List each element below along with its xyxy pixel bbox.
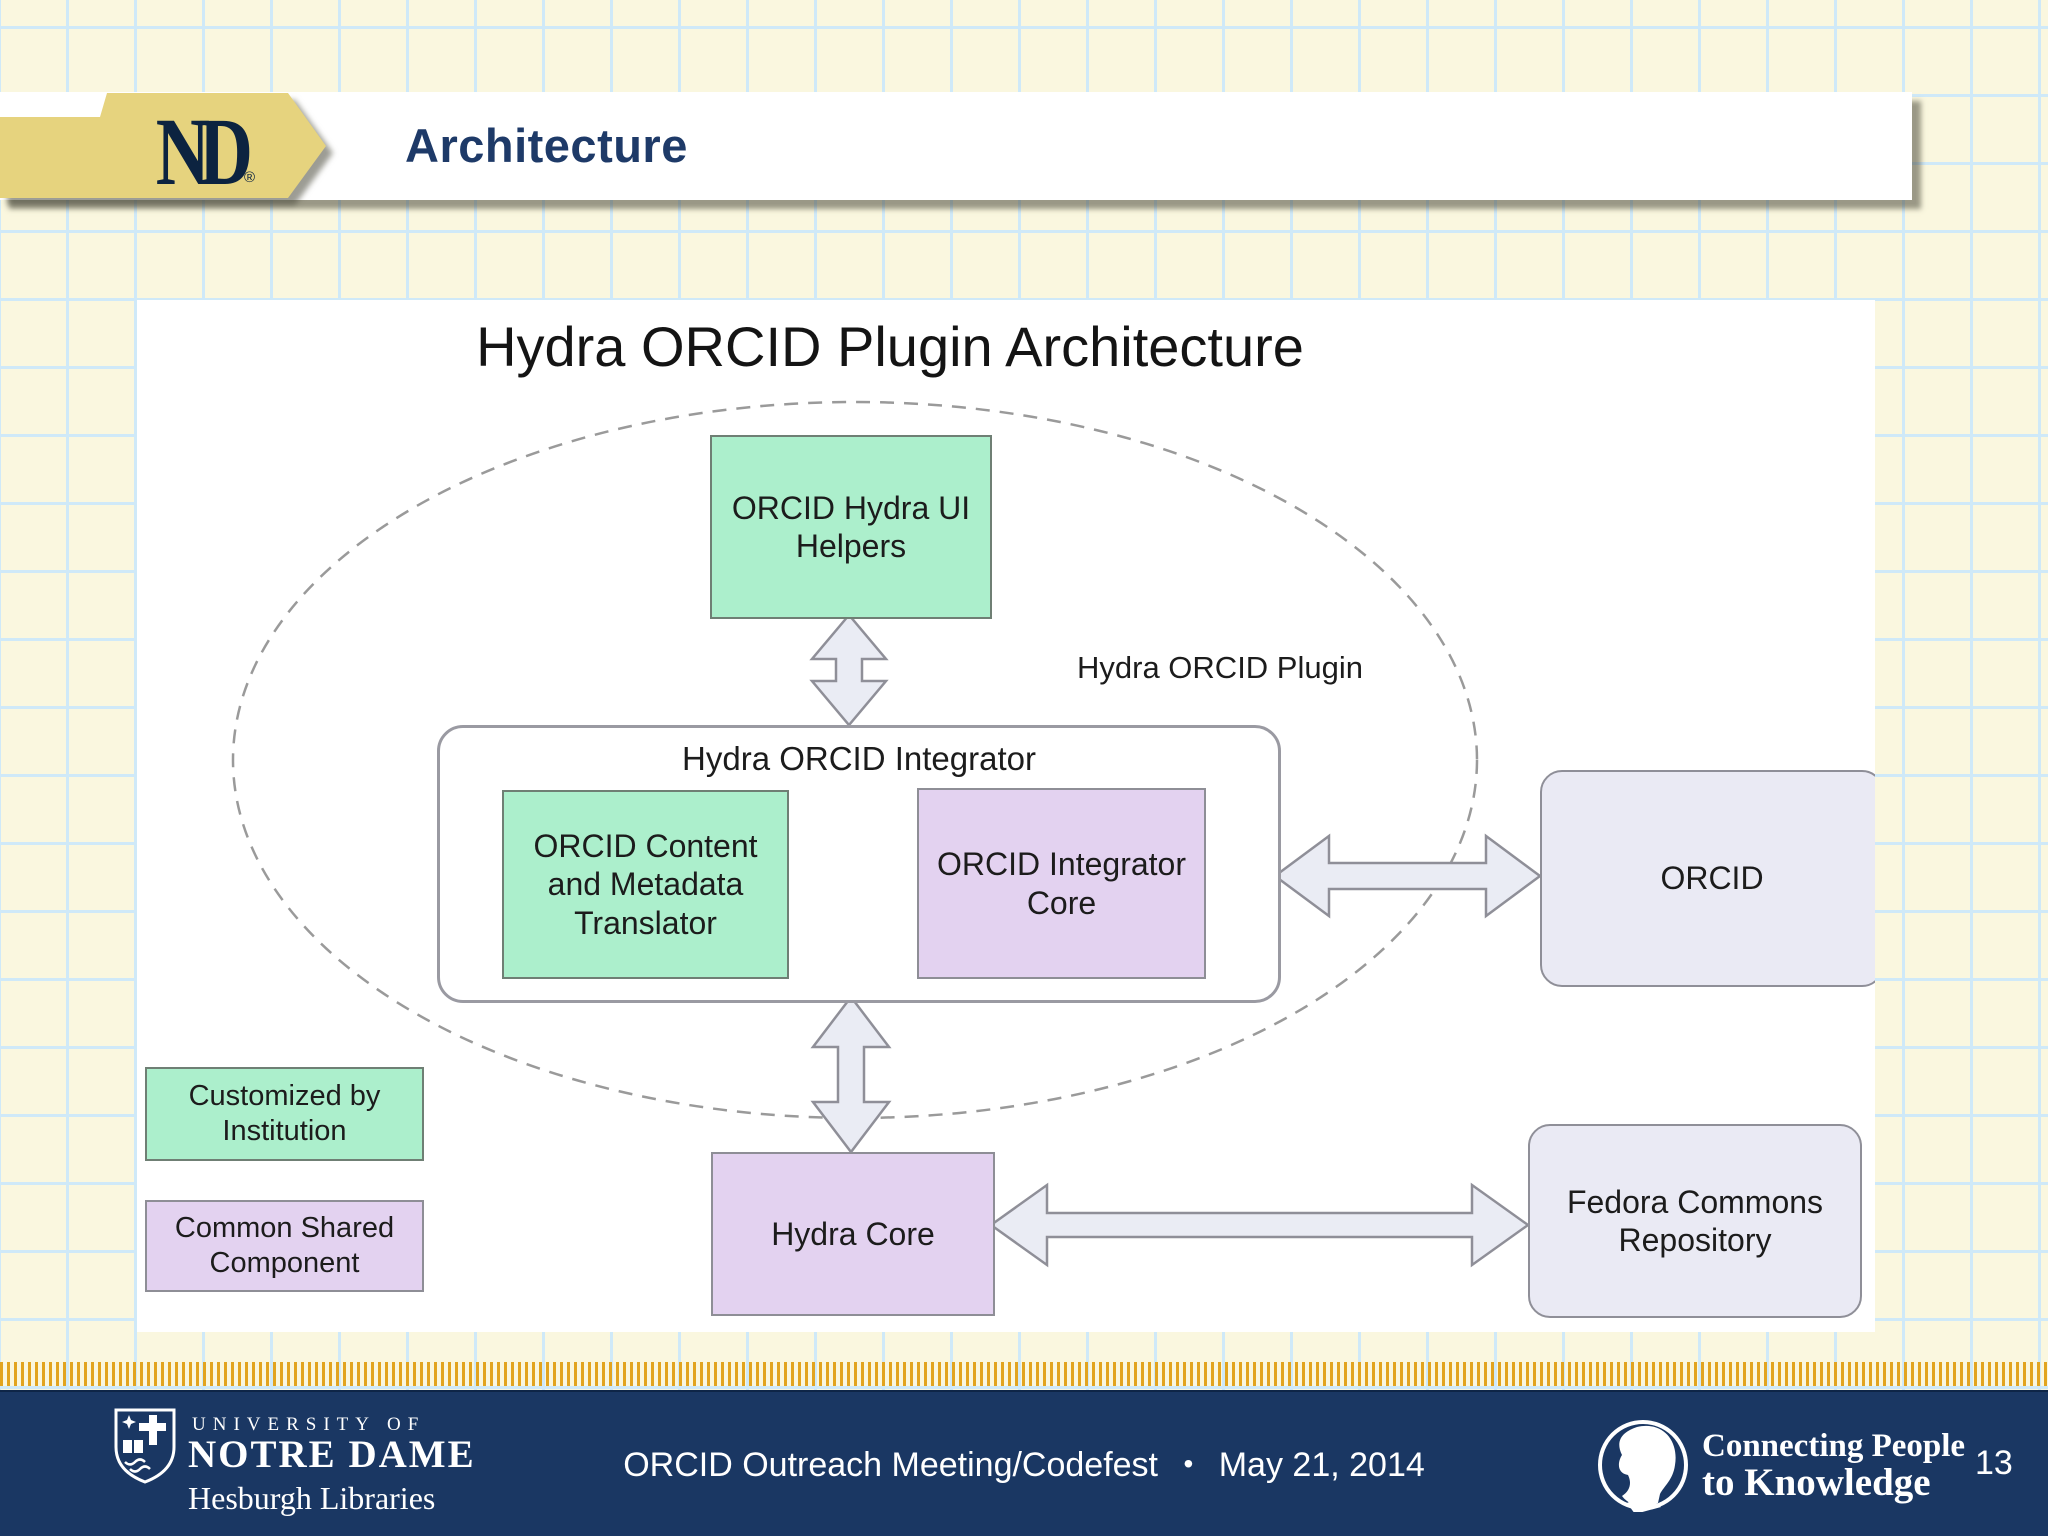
- legend-customized-by-institution: Customized by Institution: [145, 1067, 424, 1161]
- notre-dame-crest-icon: [114, 1408, 176, 1484]
- node-orcid: ORCID: [1540, 770, 1875, 987]
- node-label: Fedora Commons Repository: [1566, 1183, 1824, 1258]
- footer-bar: UNIVERSITY OF NOTRE DAME Hesburgh Librar…: [0, 1390, 2048, 1536]
- page-number: 13: [1975, 1444, 2013, 1482]
- legend-common-shared-component: Common Shared Component: [145, 1200, 424, 1292]
- footer-meeting-title: ORCID Outreach Meeting/Codefest: [623, 1446, 1159, 1484]
- legend-label: Common Shared Component: [174, 1212, 395, 1279]
- arrow-uihelpers-integrator: [809, 613, 889, 727]
- node-label: ORCID: [1660, 860, 1764, 897]
- node-label: Hydra Core: [771, 1215, 935, 1252]
- nd-monogram-icon: ND: [156, 98, 250, 205]
- plugin-boundary-ellipse: [231, 400, 1479, 1120]
- footer-date: May 21, 2014: [1218, 1446, 1425, 1484]
- footer-tagline-line1: Connecting People: [1702, 1428, 1966, 1464]
- integrator-label: Hydra ORCID Integrator: [682, 740, 1036, 777]
- arrow-integrator-hydracore: [810, 994, 892, 1155]
- node-label: ORCID Hydra UI Helpers: [731, 489, 971, 564]
- arrow-hydracore-fedora: [988, 1182, 1531, 1268]
- diagram-panel: Hydra ORCID Plugin Architecture Hydra OR…: [137, 300, 1875, 1332]
- plugin-boundary-label: Hydra ORCID Plugin: [1077, 650, 1363, 685]
- diagram-title: Hydra ORCID Plugin Architecture: [476, 315, 1304, 378]
- footer-tagline-line2: to Knowledge: [1702, 1461, 1931, 1504]
- banner-arrow-shape: [0, 93, 326, 198]
- footer-notre-dame: NOTRE DAME: [188, 1433, 476, 1476]
- node-orcid-content-metadata-translator: ORCID Content and Metadata Translator: [502, 790, 789, 979]
- gold-tick-strip: [0, 1362, 2048, 1386]
- arrow-integrator-orcid: [1272, 833, 1543, 919]
- node-label: ORCID Integrator Core: [937, 846, 1186, 921]
- node-orcid-integrator-core: ORCID Integrator Core: [917, 788, 1206, 979]
- node-orcid-hydra-ui-helpers: ORCID Hydra UI Helpers: [710, 435, 992, 619]
- node-fedora-commons-repository: Fedora Commons Repository: [1528, 1124, 1862, 1318]
- legend-label: Customized by Institution: [188, 1080, 381, 1147]
- diagram-connectors: [231, 400, 1543, 1268]
- footer-meeting-line: ORCID Outreach Meeting/Codefest • May 21…: [0, 1446, 2048, 1485]
- page-title: Architecture: [405, 119, 688, 172]
- node-hydra-core: Hydra Core: [711, 1152, 995, 1316]
- registered-mark: ®: [244, 169, 255, 186]
- hesburgh-profile-logo-icon: [1598, 1420, 1688, 1512]
- footer-hesburgh-libraries: Hesburgh Libraries: [188, 1480, 436, 1516]
- footer-bullet-separator: •: [1183, 1448, 1194, 1479]
- nd-banner: ND ®: [0, 93, 326, 205]
- node-label: ORCID Content and Metadata Translator: [533, 827, 758, 941]
- footer-university-of: UNIVERSITY OF: [192, 1414, 426, 1435]
